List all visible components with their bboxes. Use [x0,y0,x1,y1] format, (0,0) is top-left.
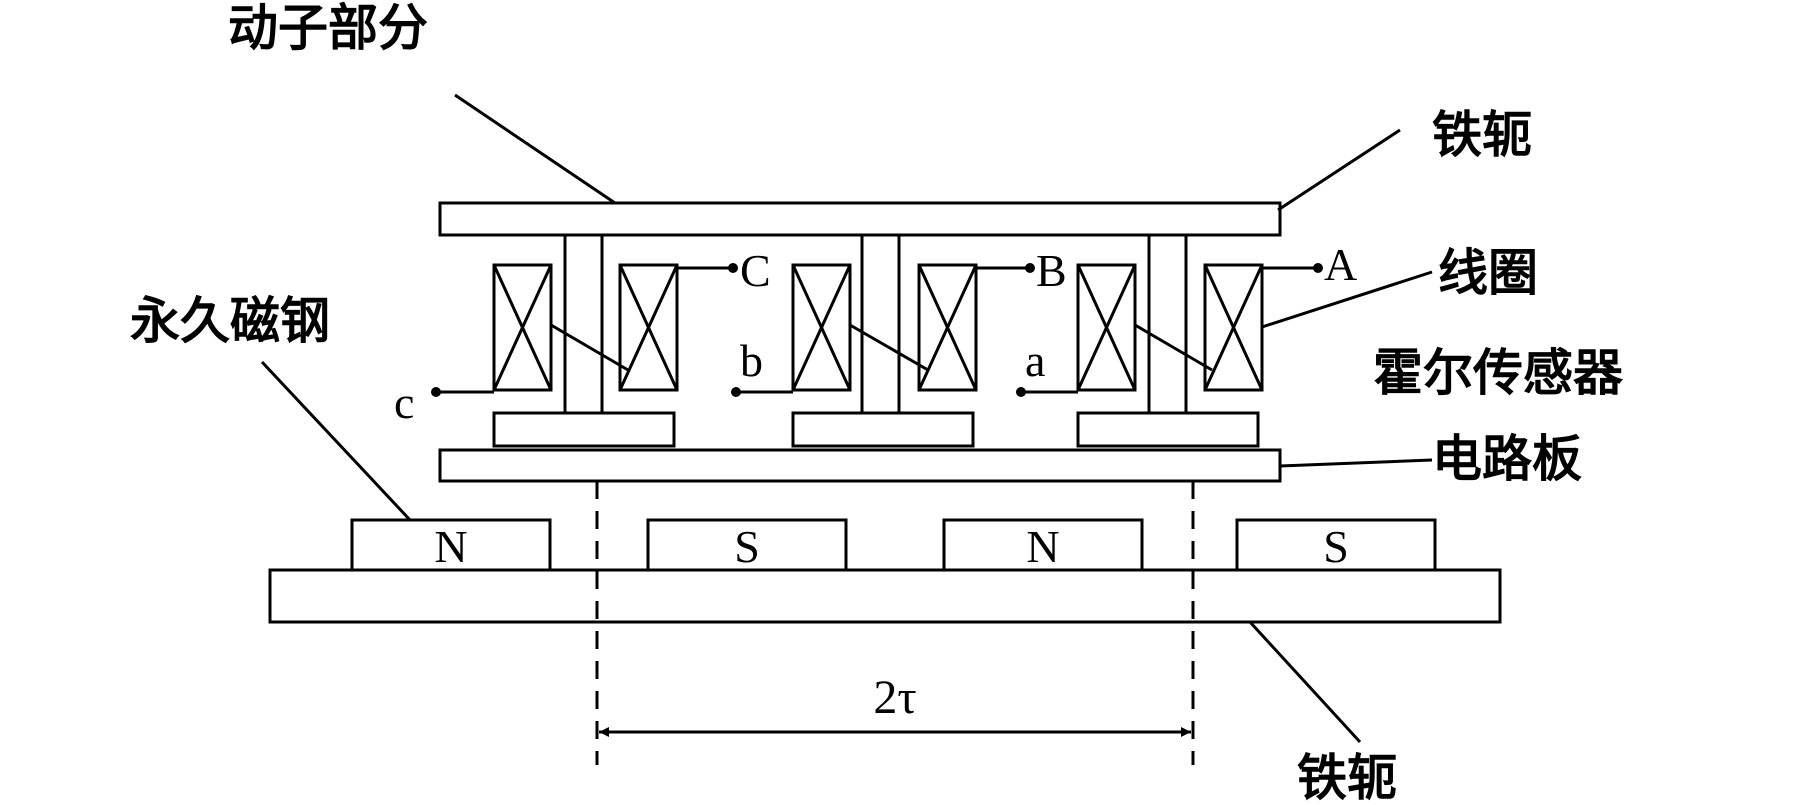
tooth-1 [563,233,604,415]
magnet-pole-label: N [434,521,467,572]
circuit-board [438,448,1282,483]
leader-lines [260,93,1433,744]
magnet-pole-label: N [1026,521,1059,572]
label-hall-sensor: 霍尔传感器 [1373,344,1624,402]
terminal-dots [431,263,1323,397]
magnet [1235,518,1437,572]
label-circuit-board: 电路板 [1432,430,1582,488]
coil-box [492,263,553,392]
tooth-3 [1147,233,1188,415]
hall-sensor [1076,411,1260,448]
magnets: N S N S [350,518,1437,572]
tooth-2 [860,233,901,415]
coils [492,263,1264,392]
coil-box [1076,263,1137,392]
coil-box [791,263,852,392]
magnet [350,518,552,572]
top-yoke [438,201,1282,237]
coil-box [1203,263,1264,392]
label-mover: 动子部分 [228,0,428,57]
label-permanent-magnet: 永久磁钢 [130,292,330,350]
terminal-B: B [1036,245,1067,296]
hall-sensor [492,411,676,448]
bottom-yoke [268,568,1502,624]
dimension-lines [595,481,1195,765]
hall-sensors [492,411,1260,448]
magnet-pole-label: S [1323,521,1349,572]
terminal-A: A [1324,239,1357,290]
magnet [942,518,1144,572]
dimension-label: 2τ [873,671,916,724]
teeth [563,233,1188,415]
coil-box [917,263,978,392]
label-yoke-top: 铁轭 [1432,106,1532,164]
terminal-C: C [740,245,771,296]
terminal-a: a [1025,335,1045,386]
hall-sensor [791,411,975,448]
coil-box [618,263,679,392]
terminal-b: b [740,335,763,386]
magnet-pole-label: S [734,521,760,572]
windings [436,266,1318,394]
label-yoke-bottom: 铁轭 [1297,749,1397,805]
magnet [646,518,848,572]
label-coil: 线圈 [1438,244,1538,302]
terminal-c: c [394,377,414,428]
